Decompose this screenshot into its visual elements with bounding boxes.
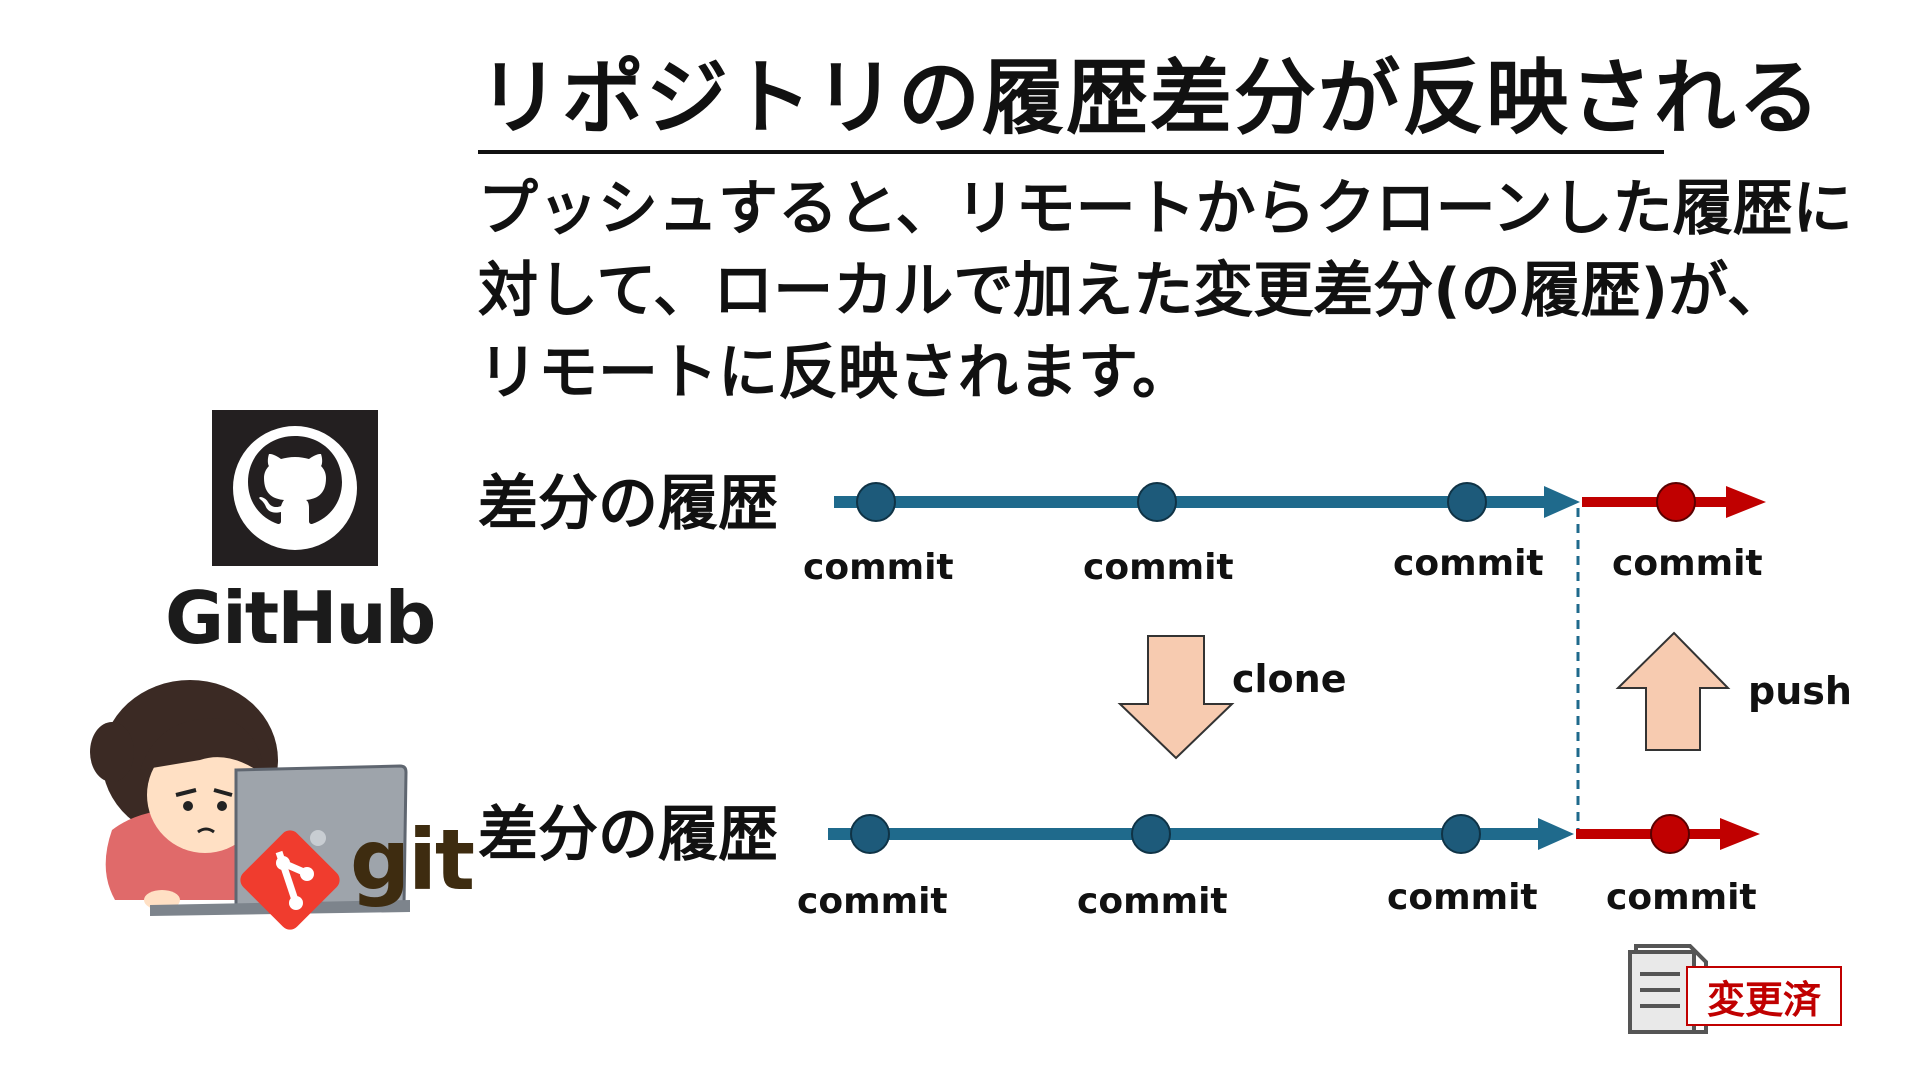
description-line-1: プッシュすると、リモートからクローンした履歴に (478, 174, 1853, 244)
changed-status-badge: 変更済 (1686, 966, 1842, 1026)
local-new-arrowhead (1720, 818, 1760, 850)
local-commit-dot-4 (1650, 814, 1690, 854)
remote-commit-dot-2 (1137, 482, 1177, 522)
local-timeline-arrowhead (1538, 818, 1574, 850)
local-commit-dot-3 (1441, 814, 1481, 854)
description-line-2: 対して、ローカルで加えた変更差分(の履歴)が、 (478, 256, 1787, 326)
remote-new-arrowhead (1726, 486, 1766, 518)
remote-commit-label-4: commit (1612, 543, 1763, 584)
local-commit-dot-1 (850, 814, 890, 854)
local-commit-dot-2 (1131, 814, 1171, 854)
slide-title: リポジトリの履歴差分が反映される (478, 51, 1823, 146)
local-commit-label-1: commit (797, 881, 948, 922)
clone-arrow-icon (1117, 635, 1235, 760)
remote-commit-label-3: commit (1393, 543, 1544, 584)
local-commit-label-4: commit (1606, 877, 1757, 918)
git-wordmark: git (350, 811, 475, 909)
remote-commit-dot-4 (1656, 482, 1696, 522)
remote-commit-dot-3 (1447, 482, 1487, 522)
title-underline (478, 150, 1664, 154)
remote-commit-label-2: commit (1083, 547, 1234, 588)
local-history-label: 差分の履歴 (478, 800, 778, 870)
github-logo-icon (212, 410, 378, 566)
remote-commit-dot-1 (856, 482, 896, 522)
push-label: push (1748, 669, 1852, 713)
description-line-3: リモートに反映されます。 (478, 338, 1192, 408)
remote-commit-label-1: commit (803, 547, 954, 588)
remote-history-label: 差分の履歴 (478, 469, 778, 539)
local-commit-label-2: commit (1077, 881, 1228, 922)
clone-label: clone (1232, 657, 1347, 701)
push-arrow-icon (1615, 631, 1731, 751)
description-text: プッシュすると、リモートからクローンした履歴に 対して、ローカルで加えた変更差分… (478, 168, 1853, 414)
local-commit-label-3: commit (1387, 877, 1538, 918)
github-wordmark: GitHub (165, 576, 436, 660)
remote-timeline-arrowhead (1544, 486, 1580, 518)
